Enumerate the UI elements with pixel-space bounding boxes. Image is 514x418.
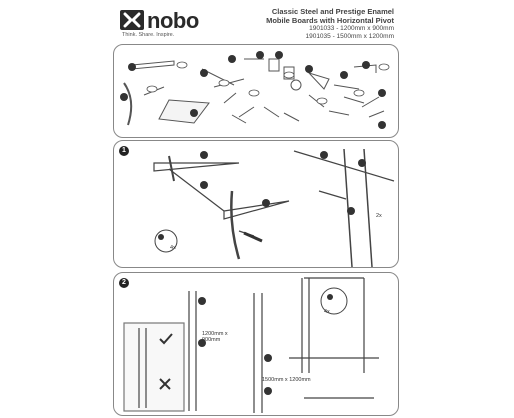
parts-illustration [120,51,390,129]
title-line-2: Mobile Boards with Horizontal Pivot [266,16,394,25]
parts-panel [113,44,399,138]
document-title: Classic Steel and Prestige Enamel Mobile… [266,7,394,41]
step-2-number: 2 [119,278,129,288]
step-1-count-4x: 4x [170,245,176,251]
brand-name: nobo [147,8,199,33]
size-1200x900: 1200mm x 900mm [202,331,228,343]
step-2-illustration [123,277,379,413]
step-1-count-2x: 2x [376,213,382,219]
nobo-x-icon [120,10,144,30]
model-a: 1901033 - 1200mm x 900mm [309,25,394,32]
step-2-count-4x: 4x [324,309,330,315]
step-1-panel: 1 2x 4x [113,140,399,268]
nobo-logo: nobo Think. Share. Inspire. [120,8,220,40]
step-1-illustration [153,148,395,267]
size-1500x1200: 1500mm x 1200mm [262,377,311,383]
checkmark-icon [159,333,173,345]
title-line-1: Classic Steel and Prestige Enamel [271,7,394,16]
step-2-panel: 2 1200mm x 900mm 1500mm x 1200mm 4x [113,272,399,416]
brand-tagline: Think. Share. Inspire. [122,32,175,38]
cross-icon [159,378,171,390]
model-b: 1901035 - 1500mm x 1200mm [305,33,394,40]
step-1-number: 1 [119,146,129,156]
